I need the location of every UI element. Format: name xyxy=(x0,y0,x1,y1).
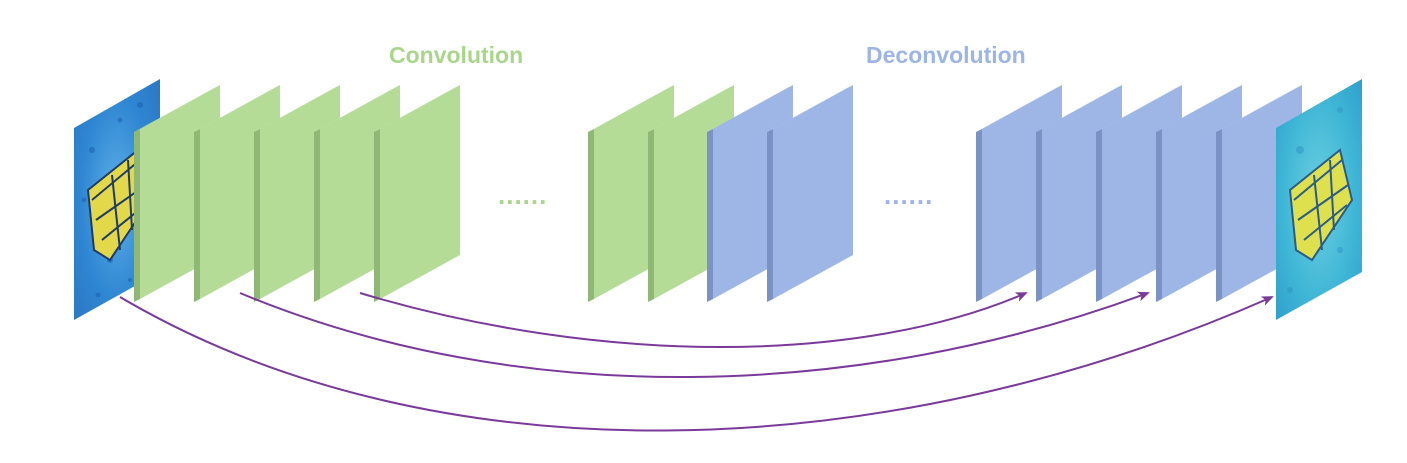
convolution-layer-5 xyxy=(374,85,460,302)
layer-stacks xyxy=(134,85,1302,302)
skip-arrow-outer xyxy=(119,296,1274,432)
butterfly-wing-icon xyxy=(1288,148,1354,262)
deconvolution-label: Deconvolution xyxy=(866,42,1026,68)
convolution-ellipsis: ...... xyxy=(498,180,548,210)
convolution-label: Convolution xyxy=(389,42,524,68)
deconvolution-layer-2 xyxy=(767,85,853,302)
skip-arrow-middle xyxy=(239,291,1150,379)
deconvolution-ellipsis: ...... xyxy=(884,180,934,210)
output-image xyxy=(1276,79,1362,320)
skip-arrow-inner xyxy=(359,292,1028,348)
skip-connections xyxy=(119,291,1274,432)
